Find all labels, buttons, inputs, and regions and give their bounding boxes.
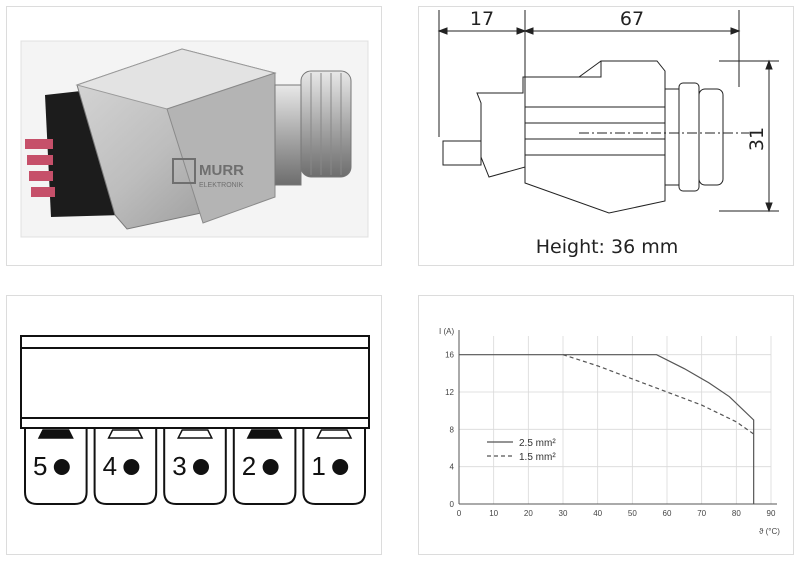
dim-width-right: 67 xyxy=(620,8,644,30)
x-tick-label: 20 xyxy=(524,509,533,518)
y-tick-label: 16 xyxy=(445,351,454,360)
pinout-drawing: 5 4 3 2 1 xyxy=(20,335,370,505)
pin-number: 4 xyxy=(103,451,117,481)
svg-text:ELEKTRONIK: ELEKTRONIK xyxy=(199,182,244,189)
pin-terminal-3: 3 xyxy=(163,427,227,505)
height-caption: Height: 36 mm xyxy=(536,236,678,258)
dim-width-left: 17 xyxy=(470,8,494,30)
series-line-1 xyxy=(459,354,755,504)
pin-number: 1 xyxy=(311,451,325,481)
series-line-2 xyxy=(562,354,755,435)
pin-contact-dot xyxy=(193,459,209,475)
x-tick-label: 30 xyxy=(559,509,568,518)
chart-y-axis-label: I (A) xyxy=(439,327,454,336)
x-tick-label: 90 xyxy=(767,509,776,518)
derating-chart-panel: I (A) ϑ (°C) 0 10 20 30 40 50 60 70 80 90 0 4 8 12 16 2… xyxy=(418,295,794,555)
legend-label: 1.5 mm² xyxy=(519,452,556,463)
x-tick-label: 50 xyxy=(628,509,637,518)
pin-contact-dot xyxy=(53,459,70,475)
pin-number: 5 xyxy=(33,451,47,481)
y-tick-label: 8 xyxy=(450,425,455,434)
brand-logo-icon: MURR ELEKTRONIK xyxy=(172,158,244,189)
x-tick-label: 80 xyxy=(732,509,741,518)
pin-terminal-1: 1 xyxy=(302,427,366,505)
y-tick-label: 0 xyxy=(450,500,455,509)
pin-number: 3 xyxy=(172,451,186,481)
product-photo-panel: MURR ELEKTRONIK xyxy=(6,6,382,266)
chart-x-axis-label: ϑ (°C) xyxy=(759,527,780,536)
chart-grid xyxy=(458,336,772,505)
x-tick-label: 0 xyxy=(457,509,462,518)
dimension-drawing-panel: 17 67 31 Height: 36 mm xyxy=(418,6,794,266)
dim-side-height: 31 xyxy=(746,127,768,151)
pin-contact-dot xyxy=(123,459,140,475)
pin-number: 2 xyxy=(242,451,256,481)
pin-contact-dot xyxy=(262,459,279,475)
y-tick-label: 12 xyxy=(445,388,454,397)
legend-label: 2.5 mm² xyxy=(519,438,556,449)
pin-terminal-4: 4 xyxy=(93,427,158,505)
connector-photo: MURR ELEKTRONIK xyxy=(20,40,369,238)
svg-text:MURR: MURR xyxy=(199,162,244,179)
x-tick-label: 60 xyxy=(663,509,672,518)
dimension-drawing: 17 67 31 Height: 36 mm xyxy=(437,8,779,258)
y-tick-label: 4 xyxy=(450,463,455,472)
x-tick-label: 40 xyxy=(593,509,602,518)
x-tick-label: 10 xyxy=(489,509,498,518)
pin-contact-dot xyxy=(332,459,349,475)
pin-terminal-5: 5 xyxy=(24,427,88,505)
derating-chart: I (A) ϑ (°C) 0 10 20 30 40 50 60 70 80 90 0 4 8 12 16 2… xyxy=(439,327,780,536)
pin-terminal-2: 2 xyxy=(232,427,297,505)
x-tick-label: 70 xyxy=(697,509,706,518)
pinout-panel: 5 4 3 2 1 xyxy=(6,295,382,555)
